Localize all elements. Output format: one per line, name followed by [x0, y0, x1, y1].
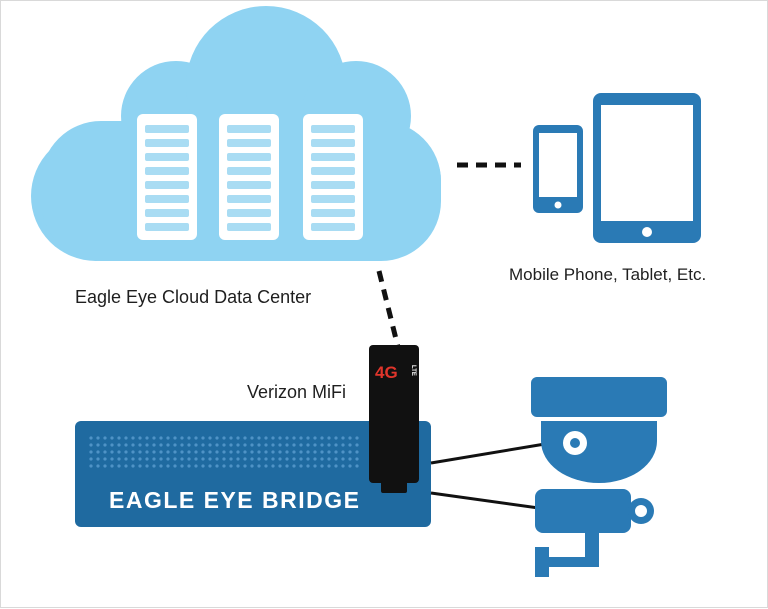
mifi-device-icon: 4G LTE [369, 345, 419, 493]
dome-camera-icon [531, 377, 667, 483]
mifi-label: Verizon MiFi [247, 382, 347, 402]
cloud-data-center-label: Eagle Eye Cloud Data Center [75, 287, 312, 307]
bridge-device-icon [75, 421, 431, 527]
phone-icon [533, 125, 583, 213]
cable-dome-camera [430, 441, 552, 465]
bullet-camera-icon [535, 489, 654, 577]
server-rack-icon [303, 114, 363, 240]
mifi-badge-lte: LTE [410, 365, 416, 376]
server-rack-icon [137, 114, 197, 240]
bridge-label: EAGLE EYE BRIDGE [109, 487, 361, 513]
dashed-link-cloud-mifi [376, 270, 402, 352]
tablet-icon [593, 93, 701, 243]
server-rack-icon [219, 114, 279, 240]
mifi-badge-4g: 4G [375, 363, 398, 382]
cable-bullet-camera [430, 491, 554, 512]
mobile-devices-label: Mobile Phone, Tablet, Etc. [509, 265, 707, 284]
